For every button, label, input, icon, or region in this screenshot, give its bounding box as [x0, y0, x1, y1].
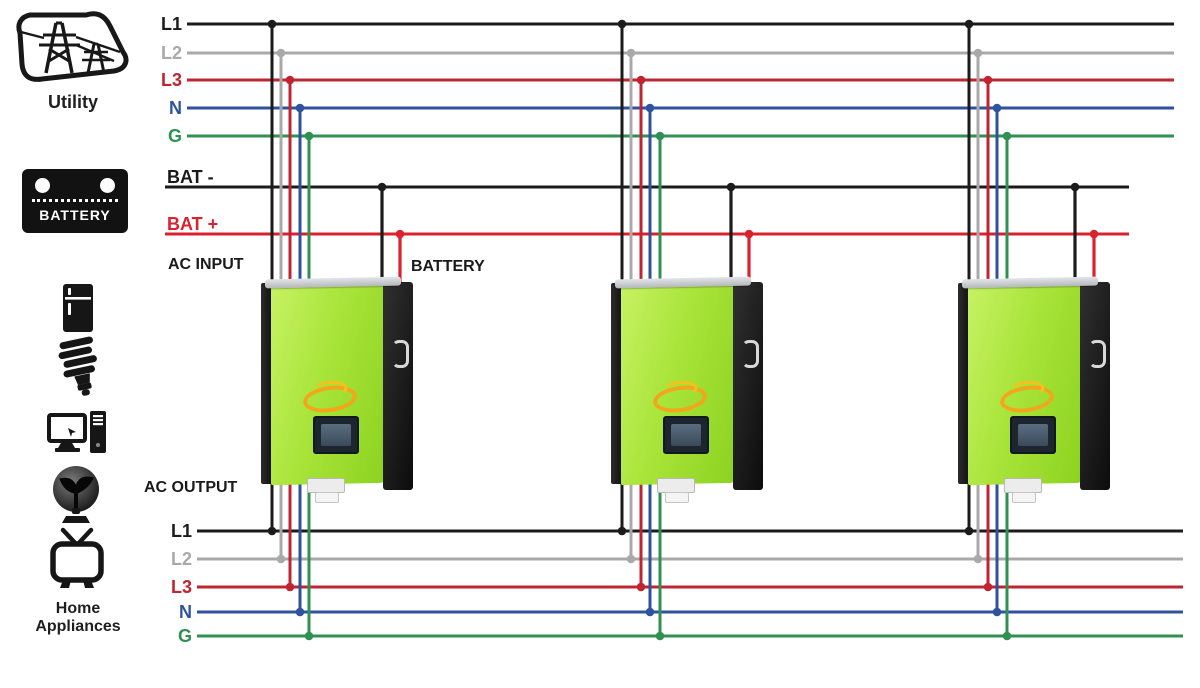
inv3-junction-bat_minus: [1070, 182, 1080, 192]
inv2-junction-l3: [636, 75, 646, 85]
bottom-bus-label-n: N: [179, 602, 192, 622]
inverter-right-rail: [383, 282, 413, 490]
top-bus-label-l3: L3: [160, 70, 182, 90]
bottom-bus-label-l2: L2: [170, 549, 192, 569]
inverter-left-rail: [611, 283, 624, 484]
battery-icon-label: BATTERY: [39, 207, 111, 223]
inverter-2: [603, 276, 765, 503]
top-bus-label-g: G: [167, 126, 182, 146]
inv1-junction-l1: [267, 526, 277, 536]
inv1-junction-l3: [285, 75, 295, 85]
inverter-right-rail: [733, 282, 763, 490]
home-appliances-label: Home Appliances: [14, 600, 142, 636]
top-bus-label-l2: L2: [160, 43, 182, 63]
cfl-bulb-icon: [58, 336, 97, 396]
utility-label: Utility: [47, 92, 98, 112]
inv1-junction-l3: [285, 582, 295, 592]
inv2-junction-l3: [636, 582, 646, 592]
inv1-junction-l1: [267, 19, 277, 29]
inv1-junction-n: [295, 103, 305, 113]
battery-terminal: [35, 178, 50, 193]
inv3-junction-l1: [964, 19, 974, 29]
inv2-junction-bat_plus: [744, 229, 754, 239]
bottom-bus-label-g: G: [177, 626, 192, 646]
inv3-junction-n: [992, 607, 1002, 617]
inv3-junction-l2: [973, 48, 983, 58]
inv1-junction-g: [304, 131, 314, 141]
home-appliances-line1: Home: [55, 600, 101, 617]
tv-icon: [50, 527, 104, 588]
inv3-junction-l3: [983, 582, 993, 592]
inv2-junction-l2: [626, 554, 636, 564]
inv3-junction-g: [1002, 131, 1012, 141]
inv3-junction-l2: [973, 554, 983, 564]
ac-output-label: AC OUTPUT: [144, 479, 238, 496]
inv2-junction-bat_minus: [726, 182, 736, 192]
inv2-junction-n: [645, 607, 655, 617]
bottom-bus-label-l1: L1: [170, 521, 192, 541]
inv2-junction-l2: [626, 48, 636, 58]
inverter-bottom-connector: [307, 478, 345, 493]
fan-icon: [53, 466, 99, 523]
inv1-junction-n: [295, 607, 305, 617]
bat-minus-label: BAT -: [167, 167, 214, 187]
top-bus-label-l1: L1: [160, 14, 182, 34]
inverter-bottom-connector: [657, 478, 695, 493]
battery-connection-label: BATTERY: [411, 258, 485, 275]
inv2-junction-l1: [617, 19, 627, 29]
inv3-junction-bat_plus: [1089, 229, 1099, 239]
inverter-handle: [392, 340, 409, 368]
top-bus-label-n: N: [169, 98, 182, 118]
inverter-handle: [1089, 340, 1106, 368]
inverter-left-rail: [958, 283, 971, 484]
inverter-display: [663, 416, 709, 454]
bat-plus-label: BAT +: [167, 214, 219, 234]
home-appliances-line2: Appliances: [35, 618, 121, 635]
inv1-junction-l2: [276, 48, 286, 58]
inv2-junction-n: [645, 103, 655, 113]
inv2-junction-g: [655, 131, 665, 141]
inv3-junction-l3: [983, 75, 993, 85]
inverter-1: [253, 276, 415, 503]
inv3-junction-l1: [964, 526, 974, 536]
inverter-left-rail: [261, 283, 274, 484]
inv1-junction-l2: [276, 554, 286, 564]
ac-input-label: AC INPUT: [168, 256, 244, 273]
inverter-bottom-connector: [315, 492, 339, 503]
inverter-right-rail: [1080, 282, 1110, 490]
inv2-junction-l1: [617, 526, 627, 536]
inverter-bottom-connector: [1004, 478, 1042, 493]
inverter-bottom-connector: [665, 492, 689, 503]
bottom-bus-label-l3: L3: [170, 577, 192, 597]
battery-icon: BATTERY: [22, 169, 128, 233]
inv2-junction-g: [655, 631, 665, 641]
inverter-display: [313, 416, 359, 454]
computer-icon: [47, 411, 106, 453]
inverter-bottom-connector: [1012, 492, 1036, 503]
utility-grid-icon: [16, 11, 129, 82]
inv3-junction-g: [1002, 631, 1012, 641]
inv1-junction-bat_plus: [395, 229, 405, 239]
inverter-3: [950, 276, 1112, 503]
inverter-handle: [742, 340, 759, 368]
inverter-display: [1010, 416, 1056, 454]
inv1-junction-bat_minus: [377, 182, 387, 192]
battery-dots: [32, 199, 118, 202]
inv3-junction-n: [992, 103, 1002, 113]
inv1-junction-g: [304, 631, 314, 641]
refrigerator-icon: [63, 284, 93, 332]
battery-terminal: [100, 178, 115, 193]
